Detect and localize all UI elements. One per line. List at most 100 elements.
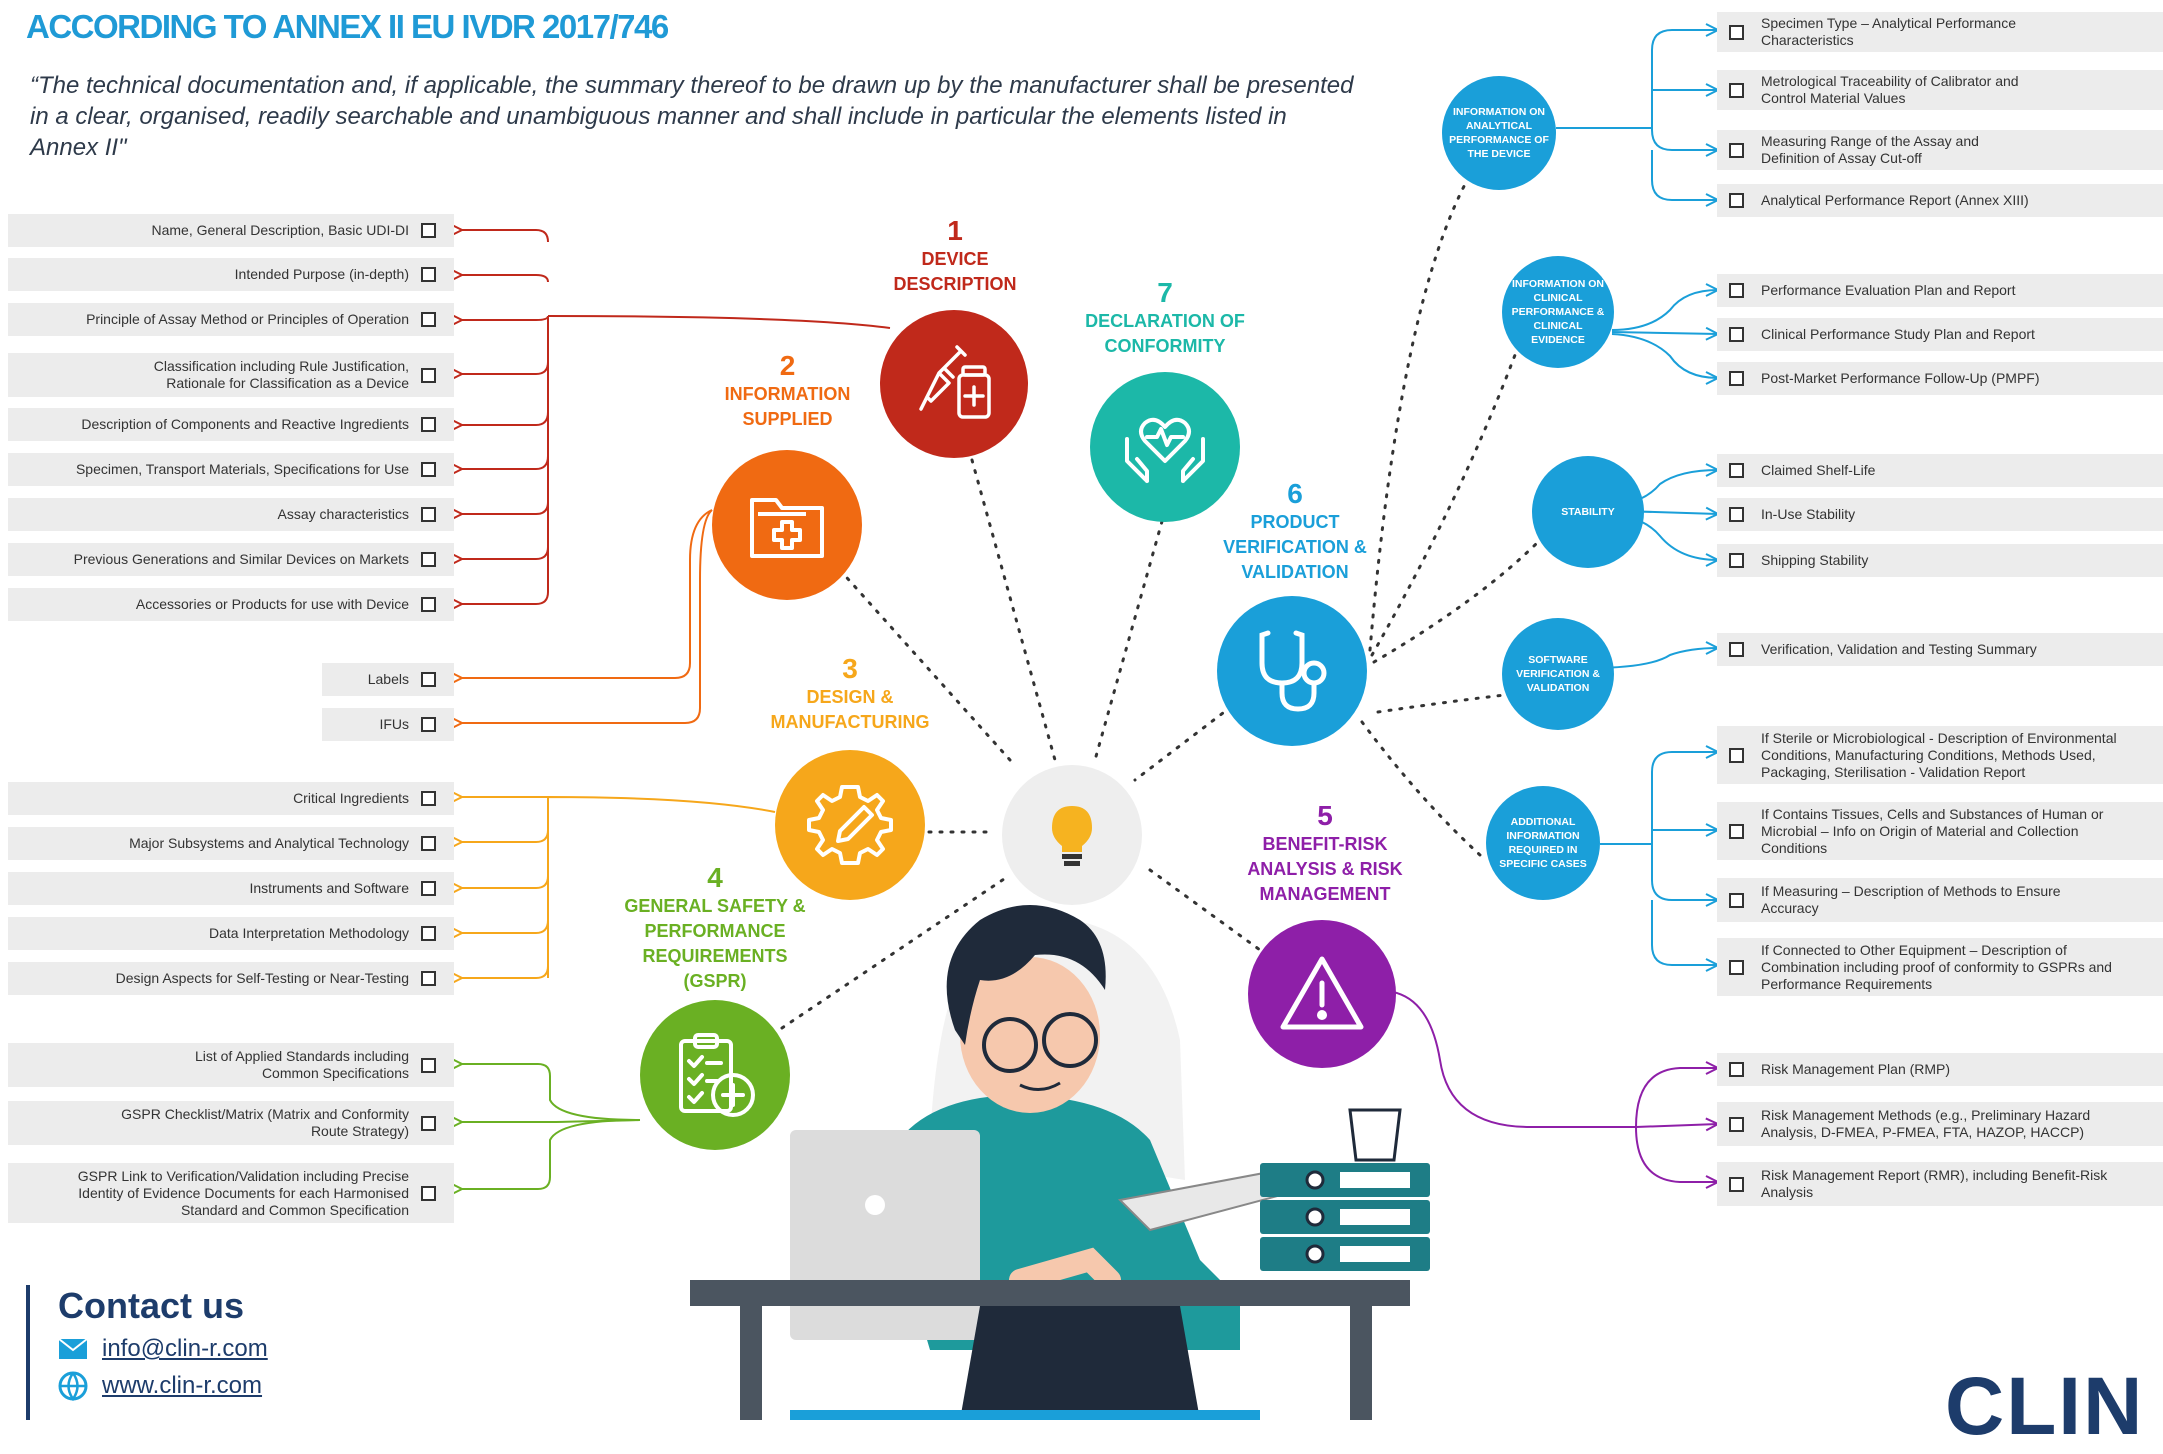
checklist-item-s4-3: GSPR Link to Verification/Validation inc… (8, 1163, 454, 1223)
subcircle-clinical[interactable]: INFORMATION ON CLINICAL PERFORMANCE & CL… (1502, 256, 1614, 368)
item-label: Performance Evaluation Plan and Report (1761, 282, 2016, 298)
section-5-circle[interactable] (1248, 920, 1396, 1068)
checklist-item-s1-7: Assay characteristics (8, 498, 454, 531)
item-label: Metrological Traceability of Calibrator … (1761, 73, 2019, 106)
checkbox[interactable] (1729, 142, 1744, 158)
item-label: Major Subsystems and Analytical Technolo… (129, 835, 409, 851)
checklist-item-analytical-1: Specimen Type – Analytical Performance C… (1717, 12, 2163, 52)
checkbox[interactable] (421, 417, 436, 432)
checkbox[interactable] (421, 223, 436, 238)
checkbox[interactable] (421, 552, 436, 567)
checklist-item-s1-2: Intended Purpose (in-depth) (8, 258, 454, 291)
item-label: IFUs (379, 716, 409, 732)
website-text: www.clin-r.com (102, 1372, 263, 1399)
checkbox[interactable] (1729, 371, 1744, 386)
page-title: ACCORDING TO ANNEX II EU IVDR 2017/746 (26, 8, 669, 45)
checklist-item-s5-3: Risk Management Report (RMR), including … (1717, 1162, 2163, 1206)
globe-icon (58, 1371, 88, 1401)
checkbox[interactable] (421, 597, 436, 612)
checklist-item-software-1: Verification, Validation and Testing Sum… (1717, 633, 2163, 666)
section-4-circle[interactable] (640, 1000, 790, 1150)
checkbox[interactable] (1729, 507, 1744, 522)
section-7-circle[interactable] (1090, 372, 1240, 522)
checkbox[interactable] (421, 926, 436, 941)
item-label: Specimen Type – Analytical Performance C… (1761, 15, 2016, 48)
item-label: GSPR Link to Verification/Validation inc… (77, 1167, 409, 1218)
gear-pencil-icon (807, 785, 893, 865)
checkbox[interactable] (421, 1057, 436, 1073)
checklist-item-s1-8: Previous Generations and Similar Devices… (8, 543, 454, 576)
item-label: Description of Components and Reactive I… (81, 416, 409, 432)
checkbox[interactable] (1729, 553, 1744, 568)
item-label: Critical Ingredients (293, 790, 409, 806)
section-2-circle[interactable] (712, 450, 862, 600)
checklist-item-s3-5: Design Aspects for Self-Testing or Near-… (8, 962, 454, 995)
checkbox[interactable] (1729, 193, 1744, 208)
checklist-item-clinical-2: Clinical Performance Study Plan and Repo… (1717, 318, 2163, 351)
section-3-circle[interactable] (775, 750, 925, 900)
item-label: Risk Management Plan (RMP) (1761, 1061, 1951, 1077)
section-6-circle[interactable] (1217, 596, 1367, 746)
checkbox[interactable] (1729, 892, 1744, 908)
checkbox[interactable] (421, 367, 436, 383)
subcircle-software[interactable]: SOFTWARE VERIFICATION & VALIDATION (1502, 618, 1614, 730)
item-label: Intended Purpose (in-depth) (234, 266, 409, 282)
checkbox[interactable] (1729, 1176, 1744, 1192)
checklist-item-additional-4: If Connected to Other Equipment – Descri… (1717, 938, 2163, 996)
checkbox[interactable] (1729, 1116, 1744, 1132)
checkbox[interactable] (1729, 283, 1744, 298)
checklist-item-s2-1: Labels (322, 663, 454, 696)
checkbox[interactable] (421, 971, 436, 986)
item-label: Principle of Assay Method or Principles … (86, 311, 409, 327)
checkbox[interactable] (421, 881, 436, 896)
checkbox[interactable] (1729, 463, 1744, 478)
item-label: List of Applied Standards including Comm… (194, 1048, 409, 1081)
checkbox[interactable] (421, 312, 436, 327)
annex-quote: “The technical documentation and, if app… (30, 72, 1354, 161)
checkbox[interactable] (421, 1185, 436, 1201)
checkbox[interactable] (421, 836, 436, 851)
checkbox[interactable] (1729, 1062, 1744, 1077)
checklist-item-s1-1: Name, General Description, Basic UDI-DI (8, 214, 454, 247)
checklist-item-additional-1: If Sterile or Microbiological - Descript… (1717, 726, 2163, 784)
item-label: In-Use Stability (1761, 506, 1856, 522)
item-label: Instruments and Software (249, 880, 409, 896)
checklist-item-s1-9: Accessories or Products for use with Dev… (8, 588, 454, 621)
contact-block: Contact us info@clin-r.com www.clin-r.co… (26, 1285, 268, 1420)
checkbox[interactable] (1729, 327, 1744, 342)
checkbox[interactable] (421, 791, 436, 806)
item-label: Accessories or Products for use with Dev… (135, 596, 409, 612)
checkbox[interactable] (421, 462, 436, 477)
center-circle (1002, 765, 1142, 905)
person-at-desk-illustration (690, 905, 1430, 1420)
item-label: Data Interpretation Methodology (208, 925, 409, 941)
checkbox[interactable] (421, 1115, 436, 1131)
checkbox[interactable] (1729, 823, 1744, 839)
email-text: info@clin-r.com (102, 1335, 268, 1362)
subcircle-additional[interactable]: ADDITIONAL INFORMATION REQUIRED IN SPECI… (1486, 786, 1600, 900)
checklist-item-additional-2: If Contains Tissues, Cells and Substance… (1717, 802, 2163, 860)
item-label: Clinical Performance Study Plan and Repo… (1761, 326, 2035, 342)
checkbox[interactable] (421, 507, 436, 522)
website-link[interactable]: www.clin-r.com (58, 1371, 268, 1401)
item-label: If Measuring – Description of Methods to… (1761, 883, 2061, 916)
email-link[interactable]: info@clin-r.com (58, 1335, 268, 1363)
subcircle-stability[interactable]: STABILITY (1532, 456, 1644, 568)
checkbox[interactable] (1729, 959, 1744, 975)
checklist-item-s1-4: Classification including Rule Justificat… (8, 353, 454, 397)
section-1-circle[interactable] (880, 310, 1028, 458)
checkbox[interactable] (1729, 642, 1744, 657)
checkbox[interactable] (1729, 747, 1744, 763)
checkbox[interactable] (421, 717, 436, 732)
checkbox[interactable] (421, 267, 436, 282)
checkbox[interactable] (1729, 82, 1744, 98)
item-label: Claimed Shelf-Life (1761, 462, 1876, 478)
item-label: Measuring Range of the Assay and Definit… (1761, 133, 1979, 166)
checkbox[interactable] (1729, 24, 1744, 40)
checkbox[interactable] (421, 672, 436, 687)
subcircle-analytical[interactable]: INFORMATION ON ANALYTICAL PERFORMANCE OF… (1442, 76, 1556, 190)
